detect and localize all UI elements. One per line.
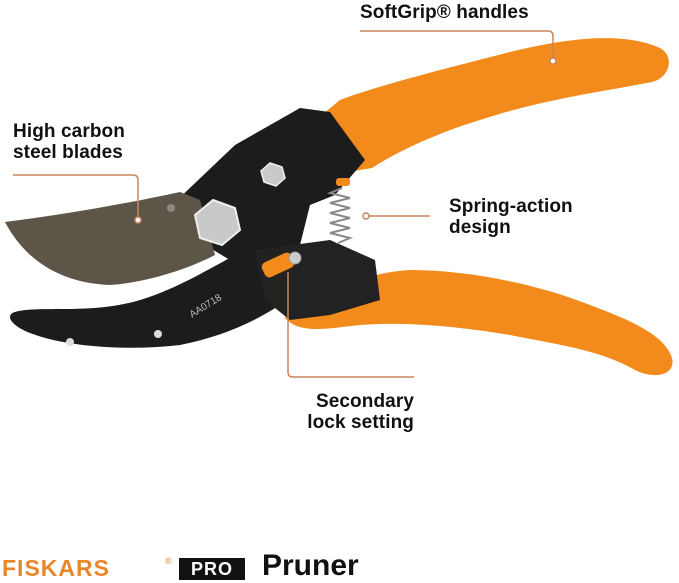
pro-badge: PRO — [179, 558, 245, 580]
upper-handle — [318, 38, 669, 175]
callout-softgrip-text: SoftGrip® handles — [360, 2, 529, 23]
registered-mark: ® — [165, 556, 172, 566]
spring — [326, 187, 354, 244]
small-hex-nut — [260, 162, 286, 187]
product-name: Pruner — [262, 549, 359, 582]
callout-softgrip-handles: SoftGrip® handles — [360, 2, 529, 23]
callout-high-carbon-blades: High carbon steel blades — [13, 121, 125, 163]
callout-secondary-lock: Secondary lock setting — [290, 391, 414, 433]
callout-lock-line1: Secondary — [315, 391, 414, 412]
callout-lock-line2: lock setting — [307, 412, 414, 433]
callout-blades-line1: High carbon — [13, 121, 125, 142]
large-hex-nut — [193, 198, 242, 247]
callout-blades-line2: steel blades — [13, 142, 123, 163]
lock-slider — [261, 252, 295, 278]
steel-blade — [5, 192, 215, 285]
fiskars-logo: FISKARS — [2, 555, 110, 581]
callout-spring-line2: design — [449, 217, 511, 238]
callout-spring-action: Spring-action design — [449, 196, 573, 238]
callout-spring-line1: Spring-action — [449, 196, 573, 217]
lower-handle — [285, 270, 673, 376]
anvil-hook — [10, 250, 300, 348]
